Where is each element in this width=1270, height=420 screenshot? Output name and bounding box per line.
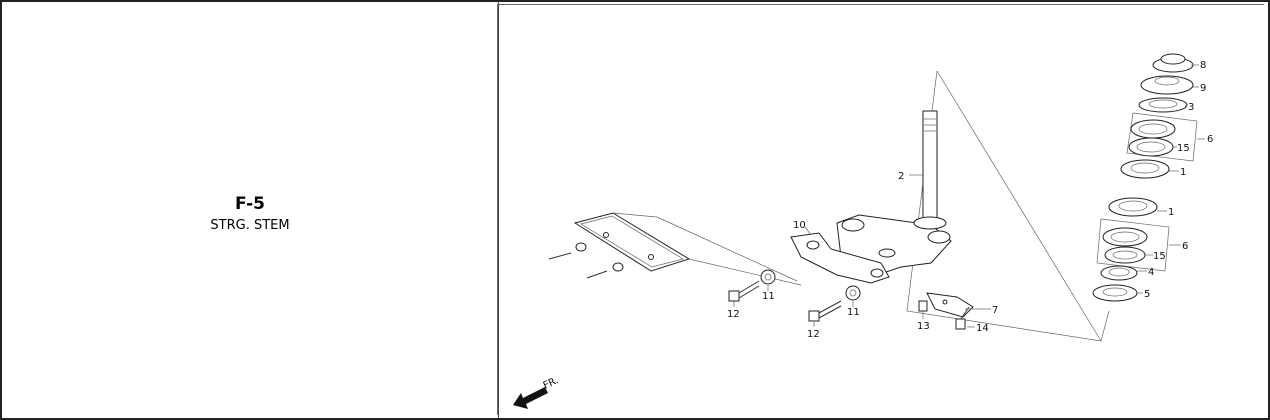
callout-9: 9 bbox=[1200, 83, 1206, 94]
race-3 bbox=[1138, 97, 1188, 113]
washer-11-upper bbox=[760, 269, 776, 285]
bolt-13 bbox=[918, 300, 928, 312]
callout-15-lower: 15 bbox=[1153, 251, 1166, 262]
nut-9 bbox=[1140, 75, 1194, 95]
clamp-7 bbox=[926, 292, 974, 318]
callout-2: 2 bbox=[898, 171, 904, 182]
callout-13: 13 bbox=[917, 321, 930, 332]
washer-11-lower-hole bbox=[849, 289, 857, 297]
callout-5: 5 bbox=[1144, 289, 1150, 300]
section-name: STRG. STEM bbox=[210, 218, 290, 233]
callout-11-upper: 11 bbox=[762, 291, 775, 302]
steering-stem-shaft bbox=[913, 110, 947, 230]
parts-diagram-panel: 8 9 3 6 15 1 1 6 15 4 5 2 10 7 14 13 11 … bbox=[497, 4, 1264, 415]
bolt-12-lower bbox=[808, 300, 842, 322]
bearing-6-lower bbox=[1096, 218, 1170, 272]
callout-4: 4 bbox=[1148, 267, 1154, 278]
callout-6-lower: 6 bbox=[1182, 241, 1188, 252]
washer-11-lower bbox=[845, 285, 861, 301]
washer-11-upper-hole bbox=[764, 273, 772, 281]
callout-7: 7 bbox=[992, 305, 998, 316]
parts-diagram: 8 9 3 6 15 1 1 6 15 4 5 2 10 7 14 13 11 … bbox=[513, 53, 1213, 409]
race-4 bbox=[1100, 265, 1138, 281]
front-direction-arrow-icon bbox=[513, 387, 548, 409]
front-direction-label: FR. bbox=[542, 375, 561, 392]
small-screws-left bbox=[548, 242, 624, 279]
race-1-upper bbox=[1120, 159, 1170, 179]
callout-1-upper: 1 bbox=[1180, 167, 1186, 178]
section-code: F-5 bbox=[235, 194, 265, 214]
bolt-12-upper bbox=[728, 280, 760, 302]
callout-3: 3 bbox=[1188, 102, 1194, 113]
assembly-guide-line bbox=[906, 70, 1110, 342]
callout-10: 10 bbox=[793, 220, 806, 231]
bracket-10 bbox=[790, 232, 890, 284]
callout-8: 8 bbox=[1200, 60, 1206, 71]
callout-11-lower: 11 bbox=[847, 307, 860, 318]
callout-14: 14 bbox=[976, 323, 989, 334]
callout-6-upper: 6 bbox=[1207, 134, 1213, 145]
assembly-guide-line-2 bbox=[936, 70, 1102, 342]
lock-nut-8 bbox=[1152, 53, 1194, 73]
callout-12-upper: 12 bbox=[727, 309, 740, 320]
callout-1-lower: 1 bbox=[1168, 207, 1174, 218]
section-info-panel: F-5 STRG. STEM bbox=[2, 2, 499, 418]
leader-lines bbox=[733, 64, 1205, 328]
seal-5 bbox=[1092, 284, 1138, 302]
race-1-lower bbox=[1108, 197, 1158, 217]
callout-12-lower: 12 bbox=[807, 329, 820, 340]
bearing-6-upper bbox=[1126, 112, 1198, 162]
gasket-plate bbox=[573, 212, 802, 286]
callout-15-upper: 15 bbox=[1177, 143, 1190, 154]
